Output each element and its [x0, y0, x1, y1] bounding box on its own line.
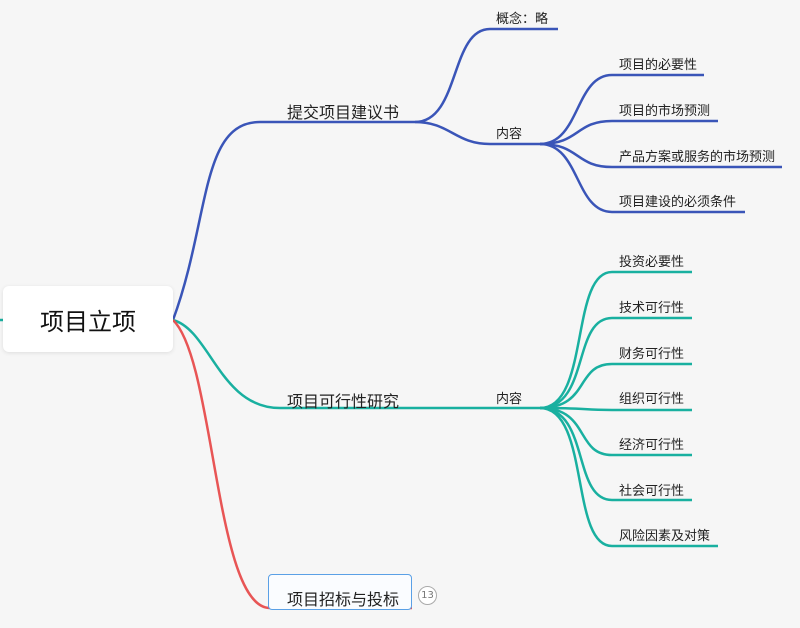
connector-content-item3	[539, 142, 782, 169]
topic-feasibility-item-label: 财务可行性	[619, 347, 685, 362]
topic-feasibility-item[interactable]: 风险因素及对策	[619, 525, 710, 544]
topic-proposal-item[interactable]: 项目的必要性	[619, 54, 697, 73]
connector-proposal-content	[414, 120, 540, 146]
topic-bidding[interactable]: 项目招标与投标	[287, 586, 399, 610]
topic-feasibility-content[interactable]: 内容	[496, 388, 522, 407]
connector-feas-item6	[539, 406, 692, 502]
topic-feasibility-item-label: 经济可行性	[619, 438, 685, 453]
topic-proposal-content[interactable]: 内容	[496, 123, 522, 142]
topic-feasibility-item[interactable]: 社会可行性	[619, 480, 684, 499]
connector-feas-item5	[539, 406, 692, 457]
topic-feasibility-item-label: 投资必要性	[619, 255, 685, 270]
connector-feas-item2	[539, 316, 692, 410]
topic-feasibility-item-label: 社会可行性	[619, 484, 685, 499]
topic-proposal-label: 提交项目建议书	[287, 103, 400, 122]
topic-proposal-item-label: 产品方案或服务的市场预测	[619, 150, 776, 165]
topic-feasibility-item-label: 风险因素及对策	[619, 529, 711, 544]
root-topic-label: 项目立项	[40, 307, 136, 336]
connector-feas-item4	[539, 406, 692, 412]
root-topic[interactable]: 项目立项	[3, 286, 173, 352]
topic-proposal-item[interactable]: 项目建设的必须条件	[619, 191, 736, 210]
topic-feasibility-item-label: 组织可行性	[619, 392, 685, 407]
connector-content-item4	[539, 142, 745, 214]
topic-feasibility-label: 项目可行性研究	[287, 392, 400, 411]
topic-feasibility[interactable]: 项目可行性研究	[287, 388, 399, 412]
topic-feasibility-item[interactable]: 投资必要性	[619, 251, 684, 270]
connector-root-feasibility	[172, 318, 540, 410]
topic-feasibility-item[interactable]: 财务可行性	[619, 343, 684, 362]
topic-proposal-item[interactable]: 项目的市场预测	[619, 100, 710, 119]
topic-feasibility-item-label: 技术可行性	[619, 301, 685, 316]
topic-feasibility-item[interactable]: 技术可行性	[619, 297, 684, 316]
connector-root-proposal	[171, 120, 415, 321]
topic-concept-label: 概念：略	[496, 12, 549, 27]
topic-proposal-item-label: 项目的必要性	[619, 58, 698, 73]
topic-concept[interactable]: 概念：略	[496, 8, 548, 27]
connector-proposal-concept	[414, 27, 558, 124]
topic-feasibility-content-label: 内容	[496, 392, 523, 407]
topic-feasibility-item[interactable]: 经济可行性	[619, 434, 684, 453]
topic-feasibility-item[interactable]: 组织可行性	[619, 388, 684, 407]
topic-proposal-item-label: 项目建设的必须条件	[619, 195, 737, 210]
connector-feas-item1	[539, 270, 692, 410]
connector-feas-item3	[539, 362, 692, 410]
collapsed-count-badge[interactable]: 13	[418, 586, 437, 605]
connector-feas-item7	[539, 406, 718, 548]
topic-bidding-label: 项目招标与投标	[287, 590, 400, 609]
topic-proposal-content-label: 内容	[496, 127, 523, 142]
connector-root-bidding	[172, 319, 412, 610]
connector-content-item2	[539, 119, 718, 146]
topic-proposal-item[interactable]: 产品方案或服务的市场预测	[619, 146, 775, 165]
topic-proposal-item-label: 项目的市场预测	[619, 104, 711, 119]
topic-bidding-selection[interactable]	[268, 574, 412, 610]
collapsed-count-label: 13	[421, 590, 434, 601]
connector-content-item1	[539, 73, 704, 146]
topic-proposal[interactable]: 提交项目建议书	[287, 99, 399, 123]
